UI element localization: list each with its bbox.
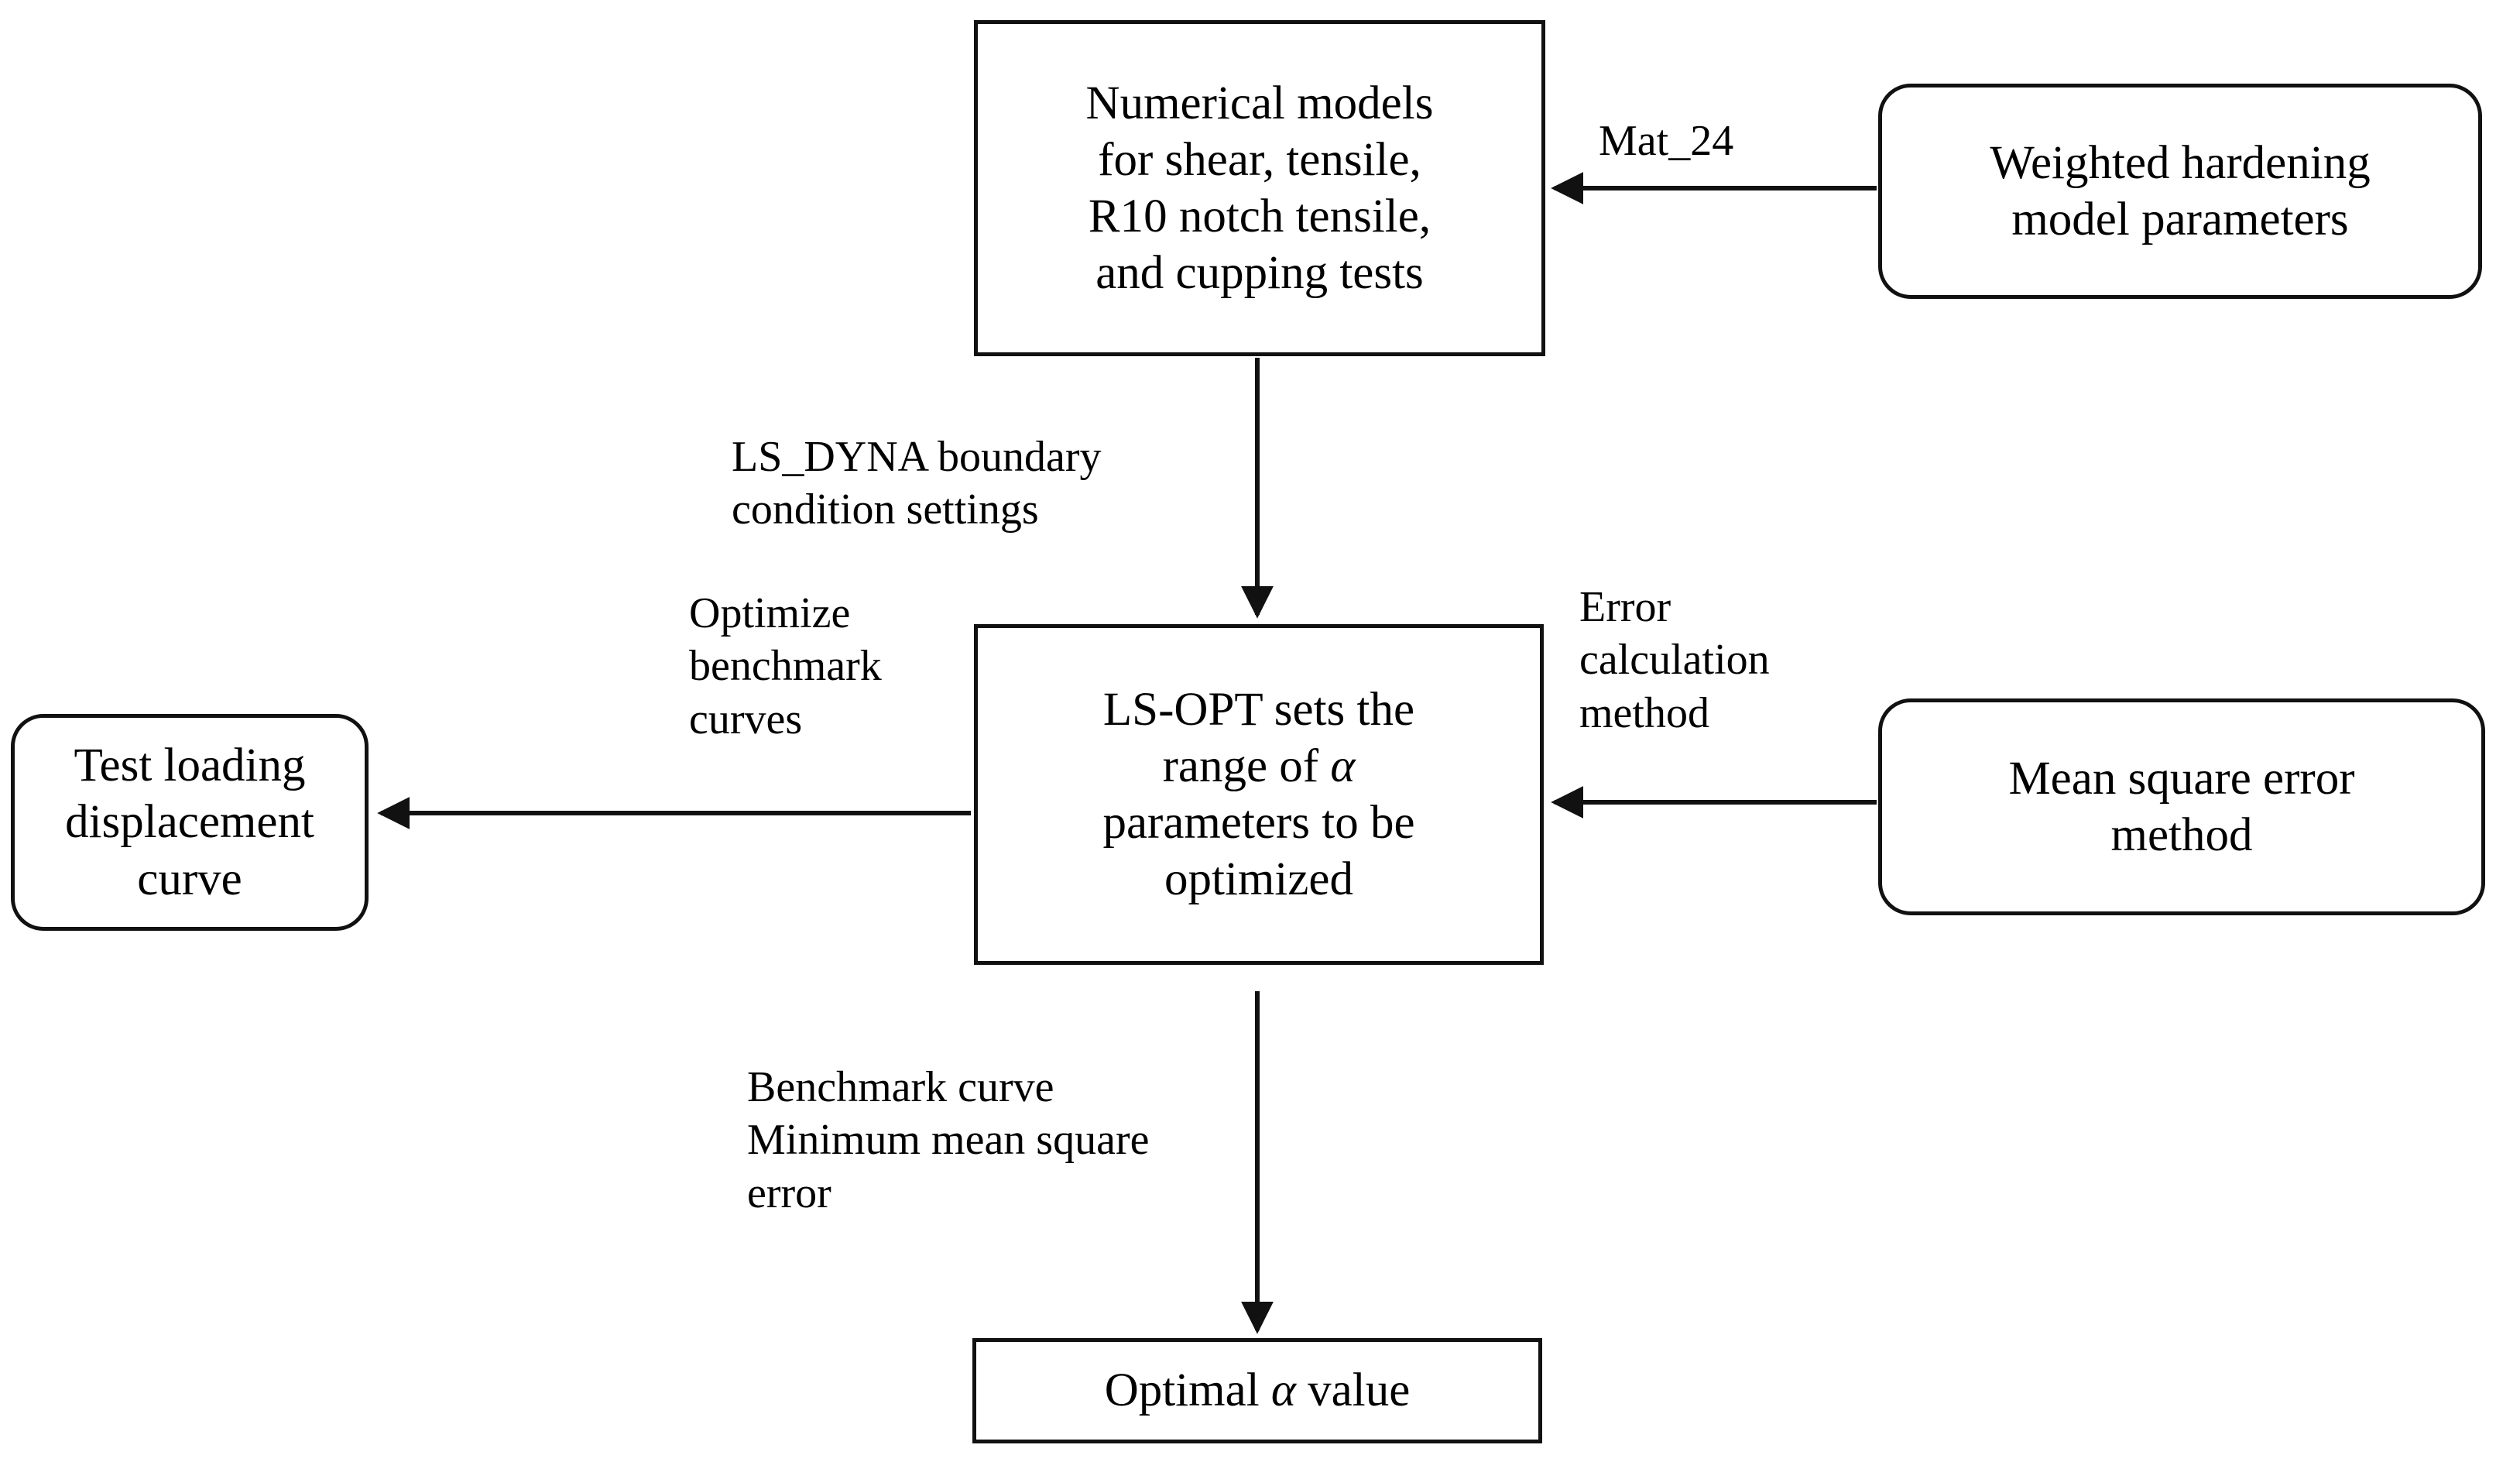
edge-label-benchmark-minimum-mse: Benchmark curve Minimum mean square erro… (747, 1063, 1150, 1217)
edge-label-optimize-benchmark-curves: Optimize benchmark curves (689, 589, 882, 743)
alpha-symbol: α (1270, 1364, 1296, 1417)
node-optimal-alpha-suffix: value (1295, 1364, 1411, 1417)
node-optimal-alpha-prefix: Optimal (1104, 1364, 1271, 1417)
node-lsopt-line3: parameters to be (1102, 797, 1415, 849)
node-test-loading-label: Test loading displacement curve (65, 740, 314, 905)
edge-label-mat-24: Mat_24 (1599, 117, 1734, 165)
node-optimal-alpha-value[interactable]: Optimal α value (972, 1338, 1542, 1443)
edge-label-ls-dyna-boundary: LS_DYNA boundary condition settings (732, 433, 1102, 534)
node-test-loading-displacement-curve[interactable]: Test loading displacement curve (11, 714, 369, 931)
edge-label-error-calculation-method: Error calculation method (1579, 583, 1770, 737)
node-lsopt-line1: LS-OPT sets the (1102, 683, 1415, 736)
node-lsopt-line2: range of (1162, 740, 1331, 792)
node-mean-square-error-label: Mean square error method (2008, 752, 2355, 861)
node-numerical-models[interactable]: Numerical models for shear, tensile, R10… (974, 20, 1545, 356)
alpha-symbol: α (1330, 740, 1356, 792)
node-mean-square-error-method[interactable]: Mean square error method (1878, 698, 2485, 915)
node-optimal-alpha-label: Optimal α value (1091, 1362, 1425, 1419)
node-weighted-hardening-label: Weighted hardening model parameters (1990, 136, 2371, 245)
node-lsopt-line4: optimized (1164, 853, 1353, 906)
node-numerical-models-label: Numerical models for shear, tensile, R10… (1085, 77, 1434, 300)
node-weighted-hardening-parameters[interactable]: Weighted hardening model parameters (1878, 84, 2482, 299)
